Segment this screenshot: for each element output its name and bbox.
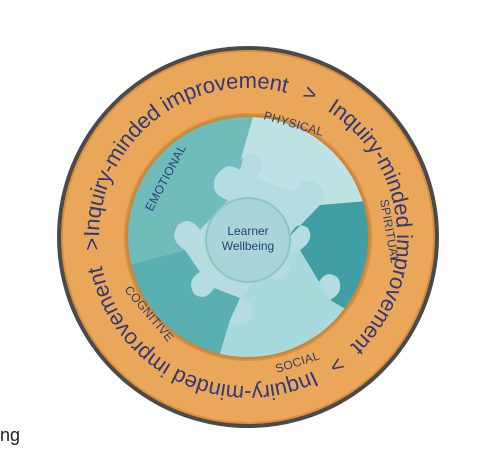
center-circle	[205, 197, 291, 283]
center-line-1: Learner	[227, 224, 268, 238]
ring-arrow-3: >	[79, 237, 105, 251]
center-line-2: Wellbeing	[222, 239, 274, 253]
corner-text-fragment: ng	[0, 425, 21, 445]
disc-edge	[126, 115, 370, 359]
